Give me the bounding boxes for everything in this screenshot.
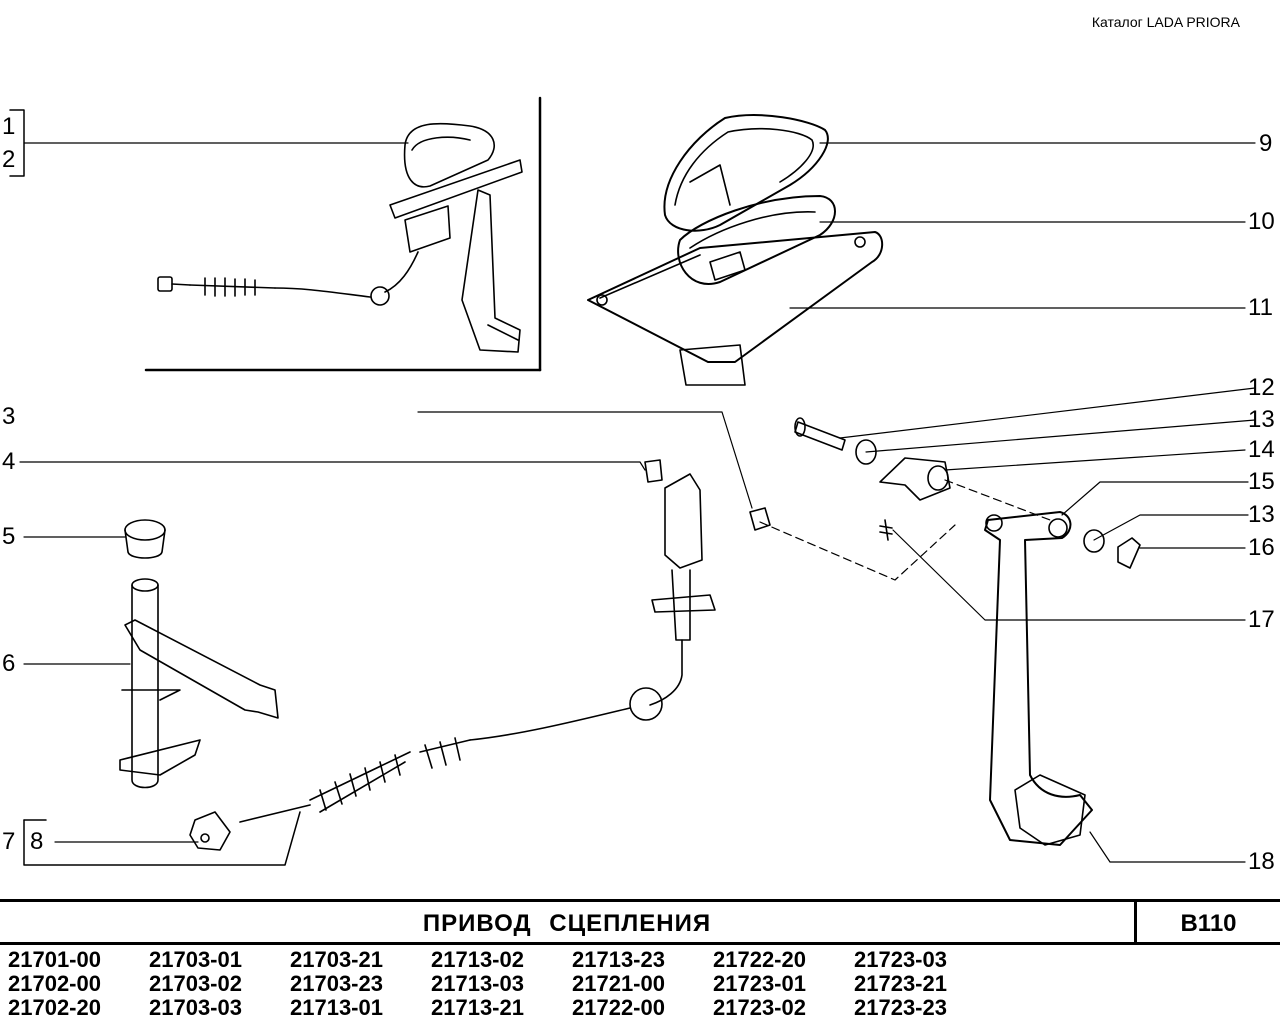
model-code: 21722-00 — [572, 995, 665, 1020]
callout-4: 4 — [2, 448, 16, 475]
callout-7: 7 — [2, 828, 16, 855]
section-code: B110 — [1180, 910, 1237, 937]
callout-1: 1 — [2, 113, 16, 140]
model-code: 21713-03 — [431, 971, 524, 996]
pedal-assembly — [759, 387, 1256, 863]
model-code: 21723-23 — [854, 995, 947, 1020]
callout-9: 9 — [1259, 130, 1273, 157]
callout-8: 8 — [30, 828, 44, 855]
title-divider — [1134, 902, 1137, 942]
callout-12: 12 — [1248, 374, 1275, 401]
callout-3: 3 — [2, 403, 16, 430]
model-code: 21703-01 — [149, 947, 242, 972]
overview-inset — [9, 96, 542, 372]
model-code: 21723-02 — [713, 995, 806, 1020]
model-code: 21702-20 — [8, 995, 101, 1020]
model-code: 21723-01 — [713, 971, 806, 996]
model-code: 21713-02 — [431, 947, 524, 972]
page-title: ПРИВОД СЦЕПЛЕНИЯ — [422, 910, 712, 937]
model-code: 21723-21 — [854, 971, 947, 996]
callout-15: 15 — [1248, 468, 1275, 495]
clutch-drive-drawing — [9, 96, 1256, 866]
model-code: 21703-03 — [149, 995, 242, 1020]
callout-17: 17 — [1248, 606, 1275, 633]
model-code: 21721-00 — [572, 971, 665, 996]
model-code: 21723-03 — [854, 947, 947, 972]
model-code: 21703-21 — [290, 947, 383, 972]
model-list: 21701-00 21703-01 21703-21 21713-02 21713-23… — [8, 948, 995, 1020]
model-code: 21702-00 — [8, 971, 101, 996]
callout-2: 2 — [2, 146, 16, 173]
model-code: 21713-01 — [290, 995, 383, 1020]
model-code: 21703-02 — [149, 971, 242, 996]
pedal-bracket-assembly — [587, 114, 1256, 386]
callout-18: 18 — [1248, 848, 1275, 875]
title-bar: ПРИВОД СЦЕПЛЕНИЯ B110 — [0, 899, 1280, 945]
model-code: 21722-20 — [713, 947, 806, 972]
callout-13-upper: 13 — [1248, 406, 1275, 433]
callout-10: 10 — [1248, 208, 1275, 235]
callout-5: 5 — [2, 523, 16, 550]
clutch-cable — [19, 411, 771, 866]
callout-13-lower: 13 — [1248, 501, 1275, 528]
model-code: 21713-21 — [431, 995, 524, 1020]
model-code: 21713-23 — [572, 947, 665, 972]
callout-14: 14 — [1248, 436, 1275, 463]
callout-6: 6 — [2, 650, 16, 677]
callout-11: 11 — [1248, 294, 1273, 321]
clutch-fork — [23, 519, 279, 789]
catalog-label: Каталог LADA PRIORA — [1091, 14, 1240, 30]
model-code: 21701-00 — [8, 947, 101, 972]
model-code: 21703-23 — [290, 971, 383, 996]
callout-16: 16 — [1248, 534, 1275, 561]
